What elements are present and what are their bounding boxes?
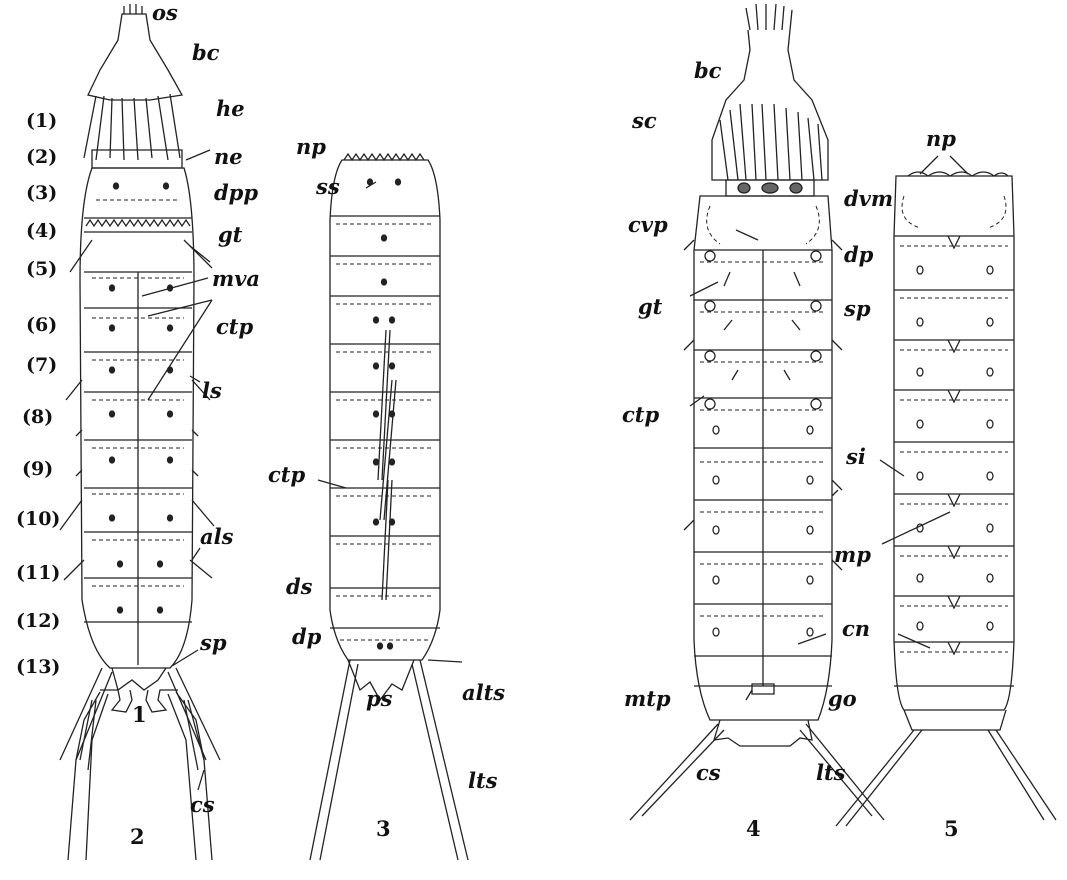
label-np-fig5: np [926, 128, 956, 149]
label-mp: mp [834, 544, 871, 565]
label-ctp: ctp [216, 316, 253, 337]
segment-label-2: (2) [26, 148, 57, 167]
label-ne: ne [214, 146, 243, 167]
label-sp: sp [200, 632, 227, 653]
label-bc-fig4: bc [694, 60, 721, 81]
label-sc: sc [632, 110, 657, 131]
label-lts-fig3: lts [468, 770, 498, 791]
segment-label-1: (1) [26, 112, 57, 131]
label-ss: ss [316, 176, 340, 197]
label-dp-fig5: dp [844, 244, 873, 265]
figure-number-3: 3 [376, 818, 391, 839]
label-ls: ls [202, 380, 222, 401]
label-ds: ds [286, 576, 313, 597]
segment-label-6: (6) [26, 316, 57, 335]
segment-label-5: (5) [26, 260, 57, 279]
figure-number-1: 1 [132, 704, 147, 725]
label-sp-fig5: sp [844, 298, 871, 319]
label-cn: cn [842, 618, 870, 639]
label-dp-fig3: dp [292, 626, 321, 647]
label-dvm: dvm [844, 188, 893, 209]
label-cvp: cvp [628, 214, 668, 235]
label-ps: ps [366, 688, 393, 709]
figure-number-2: 2 [130, 826, 145, 847]
label-cs-fig2: cs [190, 794, 215, 815]
label-alts: alts [462, 682, 505, 703]
label-go: go [828, 688, 857, 709]
label-gt-fig4: gt [638, 296, 662, 317]
segment-label-8: (8) [22, 408, 53, 427]
label-si: si [846, 446, 866, 467]
segment-label-4: (4) [26, 222, 57, 241]
label-np-fig3: np [296, 136, 326, 157]
figure-1-drawing [60, 4, 220, 760]
label-als: als [200, 526, 233, 547]
figure-number-5: 5 [944, 818, 959, 839]
label-ctp-fig4: ctp [622, 404, 659, 425]
segment-label-3: (3) [26, 184, 57, 203]
segment-label-13: (13) [16, 658, 60, 677]
segment-label-10: (10) [16, 510, 60, 529]
segment-label-11: (11) [16, 564, 60, 583]
label-bc: bc [192, 42, 219, 63]
label-gt: gt [218, 224, 242, 245]
segment-label-7: (7) [26, 356, 57, 375]
figure-3-drawing [310, 154, 468, 860]
segment-label-12: (12) [16, 612, 60, 631]
label-cs-fig4: cs [696, 762, 721, 783]
figure-number-4: 4 [746, 818, 761, 839]
label-os: os [152, 2, 178, 23]
segment-label-9: (9) [22, 460, 53, 479]
label-mva: mva [212, 268, 260, 289]
label-ctp-fig3: ctp [268, 464, 305, 485]
label-lts-fig4: lts [816, 762, 846, 783]
label-mtp: mtp [624, 688, 671, 709]
label-he: he [216, 98, 245, 119]
label-dpp: dpp [214, 182, 258, 203]
